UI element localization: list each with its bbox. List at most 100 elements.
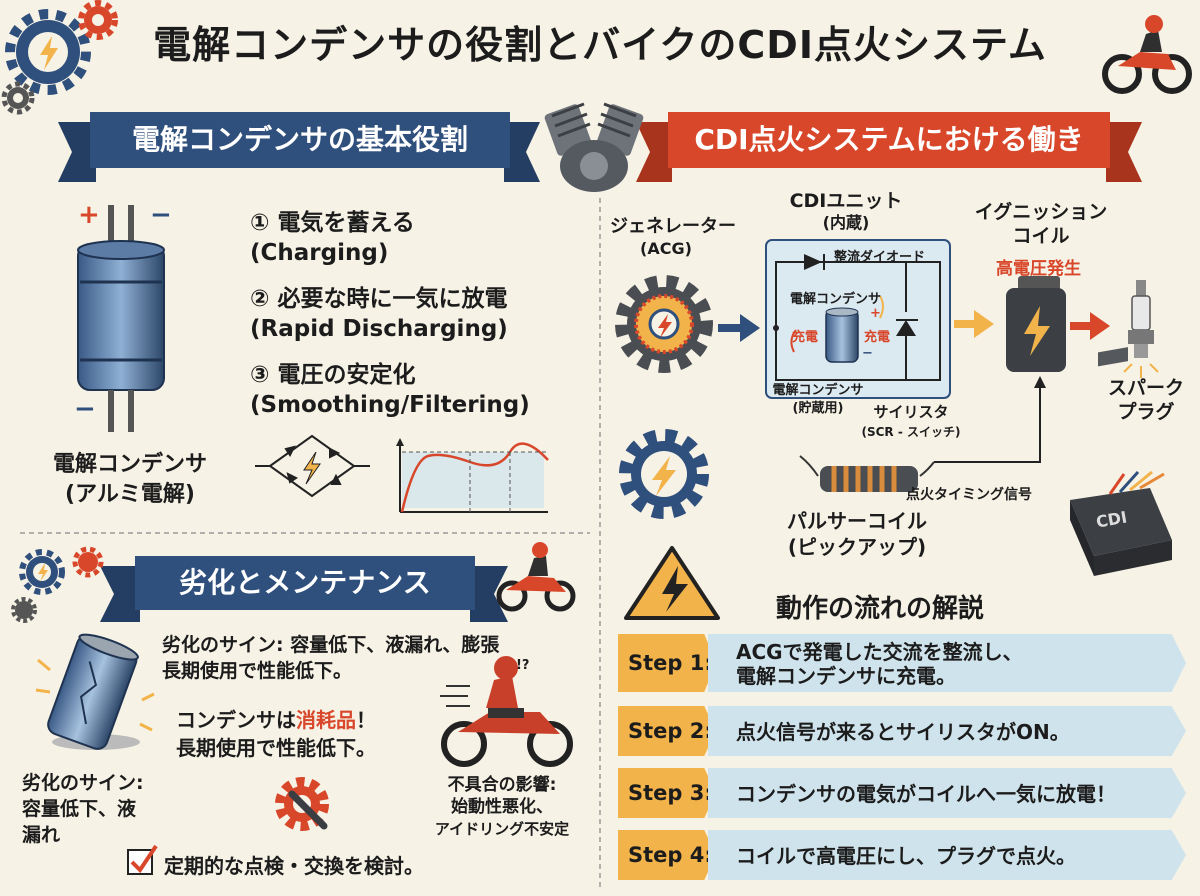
ribbon-maintenance: 劣化とメンテナンス	[135, 556, 475, 610]
arrow-cdi-to-coil	[954, 310, 994, 338]
step-4: Step 4: コイルで高電圧にし、プラグで点火。	[618, 830, 1186, 880]
generator-gear-icon	[615, 275, 713, 373]
role-charging-en: (Charging)	[250, 240, 389, 266]
consumable-pre: コンデンサは	[176, 708, 296, 732]
capacitor-sublabel: (アルミ電解)	[65, 482, 195, 507]
cdi-unit-label-line1: CDIユニット	[789, 190, 903, 212]
motorcycle-small-icon	[496, 542, 576, 612]
degradation-sign-line2: 長期使用で性能低下。	[162, 660, 353, 682]
capacitor-inner-label: 電解コンデンサ	[790, 292, 882, 307]
consumable-note: コンデンサは消耗品！ 長期使用で性能低下。	[176, 706, 376, 762]
step-2-text: 点火信号が来るとサイリスタがON。	[708, 706, 1186, 756]
maint-gear-icon	[11, 546, 104, 623]
thyristor-label-line1: サイリスタ	[873, 403, 949, 421]
capacitor-label: 電解コンデンサ	[52, 452, 207, 477]
generator-label-line2: (ACG)	[640, 239, 692, 258]
flow-title: 動作の流れの解説	[776, 594, 985, 624]
spark-plug-line1: スパーク	[1107, 377, 1184, 399]
left-sign-line1: 劣化のサイン:	[22, 772, 144, 794]
ribbon-cdi: CDI点火システムにおける働き	[668, 112, 1110, 168]
wrench-gear-icon	[275, 777, 329, 831]
checkbox-icon	[127, 844, 158, 875]
pulser-coil-icon	[799, 455, 935, 492]
role-charging-jp: ① 電気を蓄える	[250, 210, 415, 236]
pulser-coil-line2: (ピックアップ)	[787, 535, 927, 559]
rider-confused-mark: !?	[516, 658, 530, 673]
ribbon-tails	[58, 122, 1142, 622]
malfunction-effects: 不具合の影響: 始動性悪化、 アイドリング不安定	[414, 774, 590, 840]
plus-sign: +	[78, 200, 100, 230]
ignition-coil-label: イグニッション コイル	[966, 200, 1116, 248]
signal-line	[934, 384, 1041, 463]
ribbon-basic-roles: 電解コンデンサの基本役割	[90, 112, 510, 168]
diode-label: 整流ダイオード	[834, 250, 926, 265]
left-sign-line3: 漏れ	[22, 824, 61, 846]
ignition-coil-line2: コイル	[1012, 225, 1070, 247]
spark-plug-line2: プラグ	[1117, 401, 1175, 423]
minus-sign-bottom: −	[74, 394, 96, 424]
step-1: Step 1: ACGで発電した交流を整流し、 電解コンデンサに充電。	[618, 634, 1186, 692]
step-2-label: Step 2:	[618, 706, 716, 756]
spark-plug-label: スパーク プラグ	[1096, 376, 1196, 424]
cdi-unit-label-line2: (内蔵)	[822, 213, 870, 232]
bridge-rectifier-icon	[255, 434, 370, 498]
role-discharging: ② 必要な時に一気に放電 (Rapid Discharging)	[250, 284, 508, 344]
gear-cluster-icon	[1, 0, 118, 115]
step-2-line1: 点火信号が来るとサイリスタがON。	[736, 719, 1070, 744]
pulser-coil-label: パルサーコイル (ピックアップ)	[772, 508, 942, 560]
degradation-signs: 劣化のサイン: 容量低下、液漏れ、膨張 長期使用で性能低下。	[162, 632, 499, 684]
minus-sign-top: −	[150, 200, 172, 230]
generator-label: ジェネレーター (ACG)	[610, 216, 736, 260]
role-discharging-jp: ② 必要な時に一気に放電	[250, 286, 508, 312]
step-3-line1: コンデンサの電気がコイルへ一気に放電！	[736, 781, 1116, 806]
role-smoothing-jp: ③ 電圧の安定化	[250, 362, 416, 388]
cdi-module-icon	[1070, 347, 1172, 576]
thyristor-label: サイリスタ (SCR - スイッチ)	[856, 402, 966, 442]
step-1-line1: ACGで発電した交流を整流し、	[736, 639, 1023, 664]
power-gear-icon	[619, 429, 709, 519]
effect-line1: 不具合の影響:	[447, 775, 557, 795]
spark-plug-icon	[1123, 280, 1159, 378]
capacitor-storage-line2: (貯蔵用)	[792, 401, 844, 416]
engine-icon	[544, 102, 644, 192]
step-1-text: ACGで発電した交流を整流し、 電解コンデンサに充電。	[708, 634, 1186, 692]
timing-signal-label: 点火タイミング信号	[906, 487, 1032, 503]
thyristor-label-line2: (SCR - スイッチ)	[861, 425, 961, 439]
degradation-signs-left: 劣化のサイン: 容量低下、液 漏れ	[22, 770, 144, 848]
arrow-coil-to-plug	[1070, 312, 1110, 340]
step-2: Step 2: 点火信号が来るとサイリスタがON。	[618, 706, 1186, 756]
role-charging: ① 電気を蓄える (Charging)	[250, 208, 415, 268]
step-4-line1: コイルで高電圧にし、プラグで点火。	[736, 843, 1076, 868]
step-1-line2: 電解コンデンサに充電。	[736, 663, 956, 688]
role-discharging-en: (Rapid Discharging)	[250, 316, 508, 342]
high-voltage-label: 高電圧発生	[996, 259, 1081, 279]
charge-label-right: 充電	[864, 330, 891, 345]
smoothing-graph-icon	[396, 438, 549, 513]
charge-label-left: 充電	[792, 330, 819, 345]
role-smoothing: ③ 電圧の安定化 (Smoothing/Filtering)	[250, 360, 530, 420]
arrow-gen-to-cdi	[718, 314, 760, 342]
capacitor-storage-line1: 電解コンデンサ	[772, 383, 864, 398]
cdi-unit-label: CDIユニット (内蔵)	[776, 190, 916, 234]
degradation-sign-line1: 劣化のサイン: 容量低下、液漏れ、膨張	[162, 634, 500, 656]
troubled-rider-icon	[440, 656, 573, 767]
capacitor-storage-label: 電解コンデンサ (貯蔵用)	[748, 382, 888, 418]
step-3-text: コンデンサの電気がコイルへ一気に放電！	[708, 768, 1186, 818]
consumable-highlight: 消耗品	[296, 708, 356, 732]
cdi-plus-sign: +	[870, 306, 881, 321]
page-title: 電解コンデンサの役割とバイクのCDI点火システム	[153, 23, 1047, 67]
step-1-label: Step 1:	[618, 634, 716, 692]
left-sign-line2: 容量低下、液	[22, 798, 137, 820]
ignition-coil-line1: イグニッション	[974, 201, 1108, 223]
step-4-label: Step 4:	[618, 830, 716, 880]
effect-line2: 始動性悪化、	[451, 797, 553, 817]
pulser-coil-line1: パルサーコイル	[787, 509, 927, 533]
cdi-minus-sign: −	[862, 346, 873, 361]
consumable-post: ！	[356, 708, 376, 732]
warning-icon	[624, 546, 720, 620]
capacitor-icon	[77, 205, 165, 432]
effect-line3: アイドリング不安定	[434, 820, 570, 838]
step-4-text: コイルで高電圧にし、プラグで点火。	[708, 830, 1186, 880]
generator-label-line1: ジェネレーター	[610, 216, 736, 237]
